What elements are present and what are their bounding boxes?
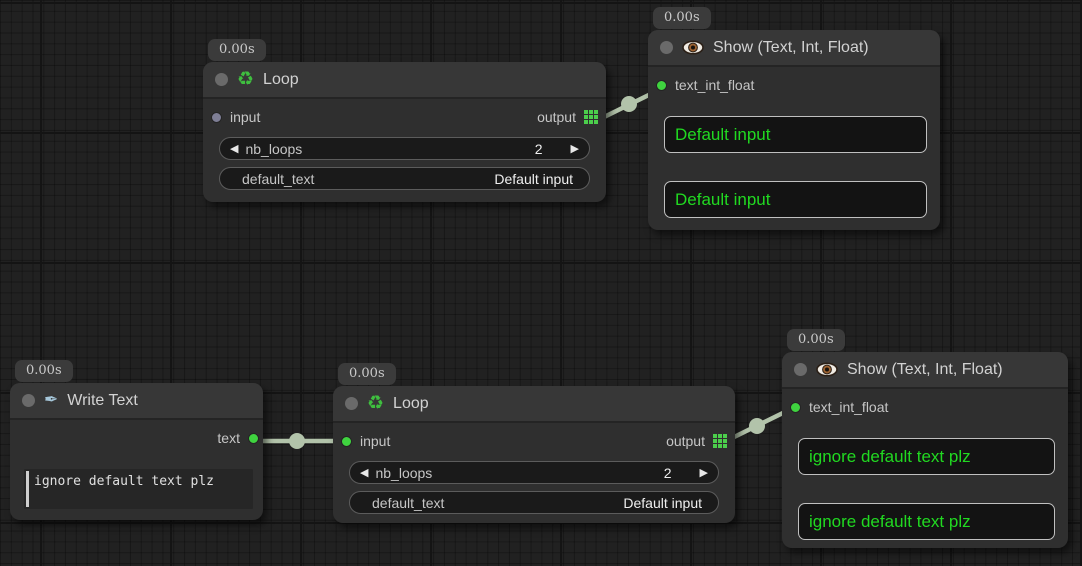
execution-time-badge: 0.00s — [15, 360, 73, 382]
execution-time-badge: 0.00s — [653, 7, 711, 29]
widget-nb-loops[interactable]: ◀ nb_loops 2 ▶ — [219, 137, 590, 160]
increment-arrow-icon[interactable]: ▶ — [699, 466, 708, 479]
input-slot[interactable]: text_int_float — [790, 399, 888, 415]
node-show-text-int-float[interactable]: 0.00s Show (Text, Int, Float) text_int_f… — [782, 329, 1068, 548]
input-slot-pin[interactable] — [211, 111, 222, 123]
widget-value[interactable]: 2 — [534, 140, 543, 157]
show-value-box[interactable]: ignore default text plz — [798, 438, 1055, 475]
input-slot-pin[interactable] — [790, 401, 801, 413]
show-value-box[interactable]: ignore default text plz — [798, 503, 1055, 540]
node-titlebar[interactable]: ♻ Loop — [333, 386, 735, 423]
node-loop[interactable]: 0.00s ♻ Loop input output ◀ nb_loops 2 ▶… — [203, 39, 606, 202]
input-slot-pin[interactable] — [341, 435, 352, 447]
link-midpoint-dot[interactable] — [289, 433, 305, 449]
collapse-dot[interactable] — [660, 41, 673, 54]
input-slot[interactable]: input — [211, 109, 260, 125]
show-value-box[interactable]: Default input — [664, 181, 927, 218]
output-slot-label: output — [537, 109, 576, 125]
output-slot[interactable]: output — [537, 109, 598, 125]
widget-name: nb_loops — [245, 140, 303, 157]
pen-icon: ✒ — [44, 390, 59, 410]
output-slot[interactable]: text — [217, 430, 259, 446]
collapse-dot[interactable] — [345, 397, 358, 410]
node-titlebar[interactable]: Show (Text, Int, Float) — [782, 352, 1068, 389]
eye-icon — [682, 40, 704, 55]
output-grid-icon[interactable] — [713, 434, 727, 448]
execution-time-badge: 0.00s — [787, 329, 845, 351]
widget-value[interactable]: Default input — [494, 170, 573, 187]
output-slot[interactable]: output — [666, 433, 727, 449]
show-value-box[interactable]: Default input — [664, 116, 927, 153]
link-midpoint-dot[interactable] — [621, 96, 637, 112]
input-slot[interactable]: text_int_float — [656, 77, 754, 93]
decrement-arrow-icon[interactable]: ◀ — [230, 142, 239, 155]
widget-value[interactable]: Default input — [623, 494, 702, 511]
node-write-text[interactable]: 0.00s ✒ Write Text text ignore default t… — [10, 360, 263, 520]
decrement-arrow-icon[interactable]: ◀ — [360, 466, 369, 479]
node-titlebar[interactable]: Show (Text, Int, Float) — [648, 30, 940, 67]
output-slot-label: output — [666, 433, 705, 449]
input-slot-pin[interactable] — [656, 79, 667, 91]
node-titlebar[interactable]: ♻ Loop — [203, 62, 606, 99]
node-loop[interactable]: 0.00s ♻ Loop input output ◀ nb_loops 2 ▶… — [333, 363, 735, 523]
collapse-dot[interactable] — [215, 73, 228, 86]
output-grid-icon[interactable] — [584, 110, 598, 124]
input-slot-label: text_int_float — [675, 77, 755, 93]
widget-name: nb_loops — [375, 464, 433, 481]
execution-time-badge: 0.00s — [338, 363, 396, 385]
widget-name: default_text — [372, 494, 445, 511]
collapse-dot[interactable] — [22, 394, 35, 407]
node-show-text-int-float[interactable]: 0.00s Show (Text, Int, Float) text_int_f… — [648, 7, 940, 230]
output-slot-pin[interactable] — [248, 432, 259, 444]
text-input-value: ignore default text plz — [34, 474, 215, 489]
recycle-icon: ♻ — [367, 392, 385, 414]
widget-name: default_text — [242, 170, 315, 187]
input-slot-label: text_int_float — [809, 399, 889, 415]
node-title: Loop — [393, 394, 429, 412]
node-title: Show (Text, Int, Float) — [713, 38, 869, 56]
increment-arrow-icon[interactable]: ▶ — [570, 142, 579, 155]
node-titlebar[interactable]: ✒ Write Text — [10, 383, 263, 420]
node-title: Loop — [263, 70, 299, 88]
widget-default-text[interactable]: default_text Default input — [349, 491, 719, 514]
node-title: Show (Text, Int, Float) — [847, 360, 1003, 378]
input-slot[interactable]: input — [341, 433, 390, 449]
text-input-area[interactable]: ignore default text plz — [24, 469, 253, 509]
node-title: Write Text — [67, 391, 138, 409]
collapse-dot[interactable] — [794, 363, 807, 376]
execution-time-badge: 0.00s — [208, 39, 266, 61]
widget-nb-loops[interactable]: ◀ nb_loops 2 ▶ — [349, 461, 719, 484]
output-slot-label: text — [217, 430, 240, 446]
text-cursor — [26, 471, 29, 507]
input-slot-label: input — [230, 109, 261, 125]
link-midpoint-dot[interactable] — [749, 418, 765, 434]
input-slot-label: input — [360, 433, 391, 449]
eye-icon — [816, 362, 838, 377]
widget-value[interactable]: 2 — [663, 464, 672, 481]
recycle-icon: ♻ — [237, 68, 255, 90]
widget-default-text[interactable]: default_text Default input — [219, 167, 590, 190]
